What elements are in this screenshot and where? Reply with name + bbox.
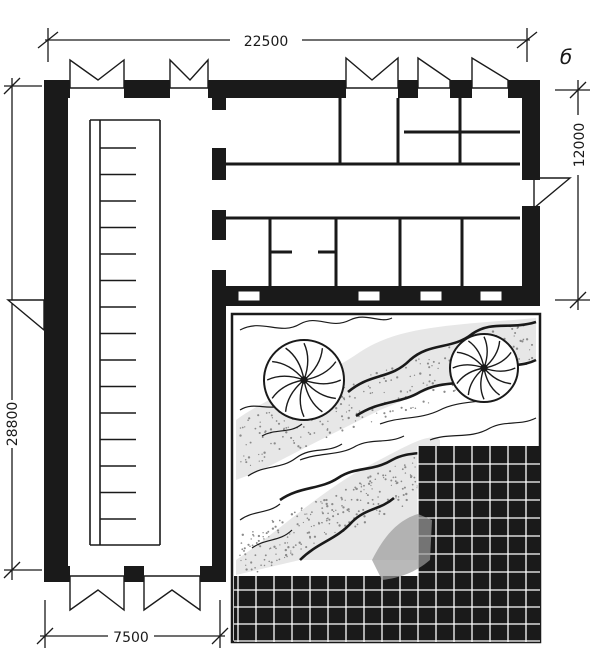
dimension-labels: 22500 12000 28800 7500 [5,32,588,646]
entrance-canopies [6,56,572,612]
stipple-dots [239,324,534,573]
canopy-bottom-right [143,575,201,612]
canopy-top-right-1 [345,56,399,89]
wall-left-outer [44,80,68,580]
canopy-left-side [6,299,45,332]
wall-top-outer [222,80,346,98]
canopy-right-side [533,177,572,210]
window-openings [237,290,503,302]
stack-lines [100,147,136,520]
wall-left-inner [212,280,226,580]
canopy-top-right-2 [417,56,451,89]
canopy-top-left [69,58,125,89]
left-wing-furniture [89,119,161,546]
tiled-paving [234,446,540,642]
canopy-top-right-3 [471,56,509,89]
paving-worn-patch [372,514,432,580]
interior-partitions [226,98,520,286]
garden-courtyard [230,312,542,644]
wall-right-end [522,80,540,180]
dim-bottom-label: 7500 [113,630,149,646]
dim-left-label: 28800 [5,402,21,447]
dim-top-label: 22500 [244,34,289,50]
tree-right [449,333,519,403]
canopy-bottom-left [69,575,125,612]
exterior-walls [44,80,540,582]
tree-left [263,339,345,421]
sheet-letter: б [560,45,572,69]
tile-grid [234,446,540,642]
dim-right-label: 12000 [572,123,588,168]
canopy-top-middle [169,58,209,89]
